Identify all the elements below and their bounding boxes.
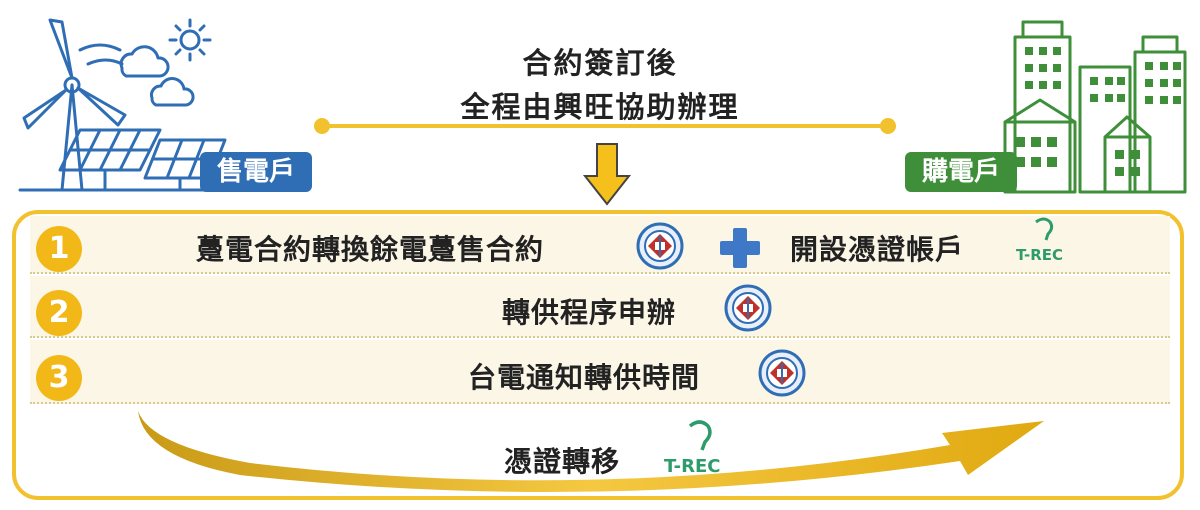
seller-label: 售電戶 [200, 152, 312, 192]
trec-logo-icon: T-REC [664, 420, 720, 477]
down-arrow-icon [582, 143, 632, 206]
taipower-logo-icon [758, 349, 806, 397]
buyer-label: 購電戶 [905, 152, 1017, 192]
plus-icon [720, 228, 760, 268]
header-line-2: 全程由興旺協助辦理 [460, 90, 740, 124]
step-row-3 [30, 340, 1170, 404]
transfer-label: 憑證轉移 [504, 445, 621, 478]
step-3-text: 台電通知轉供時間 [468, 361, 701, 394]
trec-logo-icon: T-REC [1016, 217, 1063, 264]
step-row-1 [30, 216, 1170, 274]
trec-label: T-REC [664, 456, 720, 477]
connector-line [314, 118, 896, 134]
step-number-1: 1 [36, 226, 82, 272]
trec-label: T-REC [1016, 246, 1063, 264]
step-1-text: 躉電合約轉換餘電躉售合約 [196, 233, 545, 266]
step-2-text: 轉供程序申辦 [502, 296, 677, 329]
step-row-2 [30, 276, 1170, 338]
step-1-extra-text: 開設憑證帳戶 [790, 233, 965, 266]
step-number-3: 3 [36, 355, 82, 401]
step-number-2: 2 [36, 290, 82, 336]
header-line-1: 合約簽訂後 [522, 46, 678, 80]
taipower-logo-icon [636, 222, 684, 270]
transfer-arrow-icon [138, 411, 1044, 493]
renewable-energy-icon [18, 18, 227, 192]
city-buildings-icon [1003, 20, 1187, 194]
taipower-logo-icon [724, 284, 772, 332]
